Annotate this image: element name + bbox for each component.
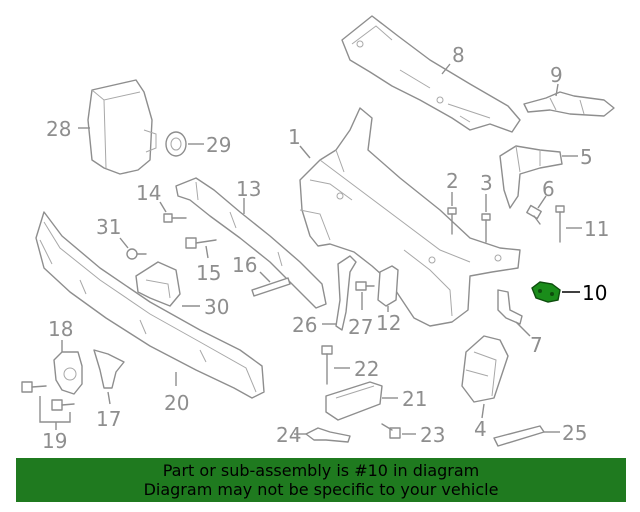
part-23-bolt — [381, 423, 401, 439]
part-1-radiator-support — [299, 107, 521, 327]
callout-25: 25 — [562, 421, 587, 445]
callout-24: 24 — [276, 423, 301, 447]
part-15-bolt — [185, 237, 217, 249]
leader-16 — [259, 271, 271, 283]
part-7-bracket — [497, 289, 523, 325]
part-4-mount — [461, 335, 509, 403]
callout-30: 30 — [204, 295, 229, 319]
part-28-module — [87, 79, 157, 175]
callout-3: 3 — [480, 171, 493, 195]
leader-14 — [159, 201, 167, 213]
leader-4 — [481, 403, 485, 419]
part-24-strip — [305, 427, 351, 443]
leader-9 — [555, 83, 559, 97]
leader-6 — [537, 195, 547, 209]
part-19-bolts — [21, 381, 75, 411]
callout-29: 29 — [206, 133, 231, 157]
part-31-nut — [126, 248, 147, 260]
banner-line-1: Part or sub-assembly is #10 in diagram — [162, 461, 480, 480]
leader-31 — [119, 237, 129, 249]
callout-22: 22 — [354, 357, 379, 381]
callout-17: 17 — [96, 407, 121, 431]
leader-7 — [515, 321, 531, 337]
callout-26: 26 — [292, 313, 317, 337]
part-11-bolt — [555, 205, 565, 243]
leader-19 — [39, 396, 71, 430]
banner-line-2: Diagram may not be specific to your vehi… — [143, 480, 499, 499]
part-16-rod — [251, 277, 291, 297]
callout-10: 10 — [582, 281, 607, 305]
part-6-bolt — [526, 204, 542, 225]
part-12-bracket — [377, 265, 399, 307]
callout-18: 18 — [48, 317, 73, 341]
part-2-bolt — [447, 207, 457, 235]
callout-12: 12 — [376, 311, 401, 335]
callout-5: 5 — [580, 145, 593, 169]
callout-7: 7 — [530, 333, 543, 357]
part-25-bar — [493, 425, 545, 447]
callout-8: 8 — [452, 43, 465, 67]
part-18-bracket — [53, 351, 83, 395]
part-13-side-member — [175, 177, 327, 309]
callout-27: 27 — [348, 315, 373, 339]
callout-23: 23 — [420, 423, 445, 447]
callout-19: 19 — [42, 429, 67, 453]
callout-31: 31 — [96, 215, 121, 239]
part-26-sensor-bracket — [335, 255, 357, 331]
part-21-panel — [325, 381, 383, 421]
callout-9: 9 — [550, 63, 563, 87]
leader-1 — [299, 145, 311, 159]
part-9-bracket — [523, 91, 615, 117]
callout-14: 14 — [136, 181, 161, 205]
leader-8 — [441, 63, 451, 75]
leader-15 — [205, 245, 209, 259]
part-3-bolt — [481, 213, 491, 243]
callout-13: 13 — [236, 177, 261, 201]
part-27-bolt — [355, 281, 375, 291]
callout-6: 6 — [542, 177, 555, 201]
part-30-bracket — [135, 261, 181, 307]
callout-2: 2 — [446, 169, 459, 193]
callout-4: 4 — [474, 417, 487, 441]
info-banner: Part or sub-assembly is #10 in diagram D… — [16, 458, 626, 502]
callout-1: 1 — [288, 125, 301, 149]
leader-17 — [107, 391, 111, 405]
callout-16: 16 — [232, 253, 257, 277]
callout-20: 20 — [164, 391, 189, 415]
part-22-bolt — [321, 345, 333, 385]
part-8-upper-crossmember — [341, 15, 521, 133]
parts-diagram: 8 9 28 29 1 2 3 — [21, 15, 615, 453]
part-14-bolt — [163, 213, 187, 223]
callout-28: 28 — [46, 117, 71, 141]
part-10-bracket-highlighted — [531, 281, 561, 303]
part-5-bracket — [499, 145, 563, 209]
callout-15: 15 — [196, 261, 221, 285]
part-20-bumper-beam — [35, 211, 265, 399]
callout-21: 21 — [402, 387, 427, 411]
part-17-bracket — [93, 349, 125, 389]
part-29-grommet — [165, 131, 187, 157]
callout-11: 11 — [584, 217, 609, 241]
